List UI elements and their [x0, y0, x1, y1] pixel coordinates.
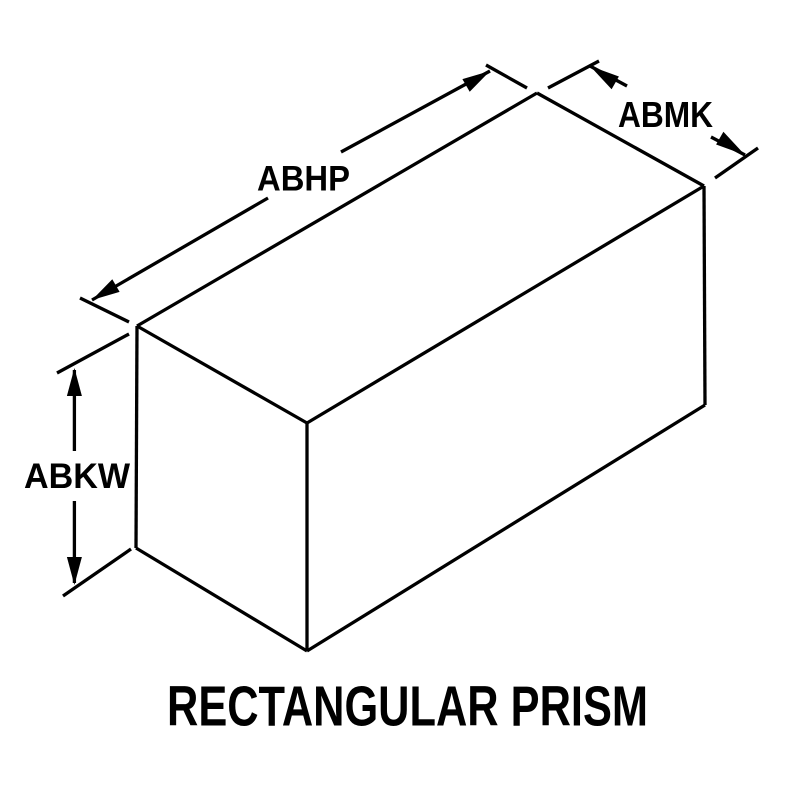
svg-text:ABHP: ABHP: [257, 160, 350, 199]
svg-text:ABKW: ABKW: [24, 457, 130, 496]
svg-text:RECTANGULAR PRISM: RECTANGULAR PRISM: [167, 675, 648, 739]
svg-text:ABMK: ABMK: [618, 94, 713, 135]
